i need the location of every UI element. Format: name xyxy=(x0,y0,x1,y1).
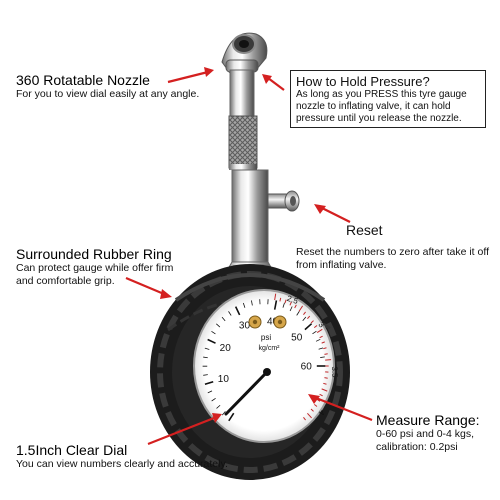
psi-tick xyxy=(211,398,216,402)
psi-label: 10 xyxy=(218,374,230,385)
clear-dial-title: 1.5Inch Clear Dial xyxy=(16,442,128,458)
psi-tick xyxy=(242,302,246,308)
measure-range-callout: Measure Range: 0-60 psi and 0-4 kgs, cal… xyxy=(376,412,496,454)
clear-dial-arrow xyxy=(147,416,215,446)
kg-tick xyxy=(294,304,297,309)
psi-tick xyxy=(315,338,321,342)
psi-label: 30 xyxy=(239,321,251,332)
reset-callout: Reset the numbers to zero after take it … xyxy=(296,246,496,271)
reset-button-graphic xyxy=(267,190,300,212)
hold-pressure-description: As long as you PRESS this tyre gauge noz… xyxy=(296,89,467,124)
psi-label: 20 xyxy=(220,343,232,354)
psi-tick-marks xyxy=(202,299,326,422)
callout-arrows xyxy=(125,67,373,446)
nozzle-description: For you to view dial easily at any angle… xyxy=(16,88,200,100)
psi-tick xyxy=(296,311,300,316)
kg-scale-labels: 2.5 3 3.5 4 xyxy=(286,294,340,417)
hold-pressure-title: How to Hold Pressure? xyxy=(296,74,430,89)
kg-tick xyxy=(274,293,277,301)
psi-tick xyxy=(318,347,324,350)
kg-tick xyxy=(321,341,325,344)
kg-label: 4 xyxy=(316,408,326,417)
clear-dial-callout: 1.5Inch Clear Dial You can view numbers … xyxy=(16,442,256,471)
psi-tick xyxy=(211,331,216,335)
psi-tick xyxy=(204,347,210,350)
kg-label: 3.5 xyxy=(330,366,339,378)
nozzle-arrow xyxy=(167,70,209,84)
psi-unit-label: psi xyxy=(261,333,271,342)
reset-description: Reset the numbers to zero after take it … xyxy=(296,246,489,271)
psi-tick xyxy=(320,356,325,358)
kg-tick xyxy=(319,335,323,339)
kg-tick xyxy=(303,311,306,316)
psi-tick xyxy=(234,306,241,316)
psi-tick xyxy=(289,306,293,312)
measure-range-line-1: 0-60 psi and 0-4 kgs, xyxy=(376,428,475,440)
nozzle-title: 360 Rotatable Nozzle xyxy=(16,72,150,88)
psi-tick xyxy=(203,356,208,359)
kg-label: 3 xyxy=(316,320,326,329)
psi-tick xyxy=(312,330,317,335)
kg-tick xyxy=(310,408,314,412)
psi-tick xyxy=(203,374,208,376)
kg-tick xyxy=(323,347,327,350)
kg-tick xyxy=(323,382,327,385)
kg-tick xyxy=(313,404,318,407)
psi-tick xyxy=(204,380,214,386)
kg-tick xyxy=(298,305,304,312)
rubber-ring-callout: Surrounded Rubber Ring Can protect gauge… xyxy=(16,246,186,287)
psi-tick xyxy=(304,323,313,331)
psi-label: 40 xyxy=(267,316,279,327)
kg-tick xyxy=(279,297,282,302)
psi-tick xyxy=(273,300,278,310)
psi-label: 50 xyxy=(291,332,303,343)
hold-pressure-arrow xyxy=(267,77,285,91)
kg-tick xyxy=(289,301,292,306)
kg-tick xyxy=(310,320,314,324)
rubber-ring-title: Surrounded Rubber Ring xyxy=(16,246,172,262)
psi-tick xyxy=(216,404,221,409)
kg-tick xyxy=(321,388,328,392)
reset-arrow xyxy=(321,207,351,223)
psi-tick xyxy=(282,302,285,308)
psi-scale-labels: 10 20 30 40 50 60 xyxy=(218,316,312,385)
psi-tick xyxy=(228,412,235,422)
measure-range-line-2: calibration: 0.2psi xyxy=(376,441,458,453)
clear-dial-description: You can view numbers clearly and accurat… xyxy=(16,458,228,470)
kg-tick xyxy=(307,413,312,419)
gauge-shaft xyxy=(223,69,277,277)
hold-pressure-box: How to Hold Pressure? As long as you PRE… xyxy=(290,70,486,128)
psi-tick xyxy=(221,411,226,416)
measure-range-arrow xyxy=(315,396,373,422)
kg-tick xyxy=(316,328,323,333)
rubber-ring-arrow xyxy=(125,276,165,296)
psi-tick xyxy=(216,323,221,328)
psi-label: 60 xyxy=(301,362,313,373)
kg-tick xyxy=(284,299,287,304)
kg-unit-label: kg/cm² xyxy=(259,345,281,352)
rubber-ring-description: Can protect gauge while offer firm and c… xyxy=(16,262,174,287)
measure-range-title: Measure Range: xyxy=(376,412,480,428)
psi-tick xyxy=(228,311,232,316)
kg-tick xyxy=(313,325,318,328)
nozzle-callout: 360 Rotatable Nozzle For you to view dia… xyxy=(16,72,236,101)
gauge-needle xyxy=(224,370,269,416)
kg-tick xyxy=(303,416,306,421)
psi-tick xyxy=(302,316,307,321)
kg-tick xyxy=(324,377,328,379)
kg-tick xyxy=(325,359,332,361)
kg-tick xyxy=(319,393,323,397)
kg-tick xyxy=(307,315,311,319)
kg-label: 2.5 xyxy=(286,294,300,306)
psi-tick xyxy=(207,390,213,394)
psi-tick xyxy=(207,338,216,344)
psi-tick xyxy=(251,300,253,306)
gauge-dial: 10 20 30 40 50 60 2.5 3 3.5 4 psi kg/cm² xyxy=(193,289,340,443)
kg-tick-marks xyxy=(274,293,332,421)
kg-tick xyxy=(324,353,328,355)
psi-tick xyxy=(221,316,226,322)
reset-title: Reset xyxy=(346,222,383,238)
